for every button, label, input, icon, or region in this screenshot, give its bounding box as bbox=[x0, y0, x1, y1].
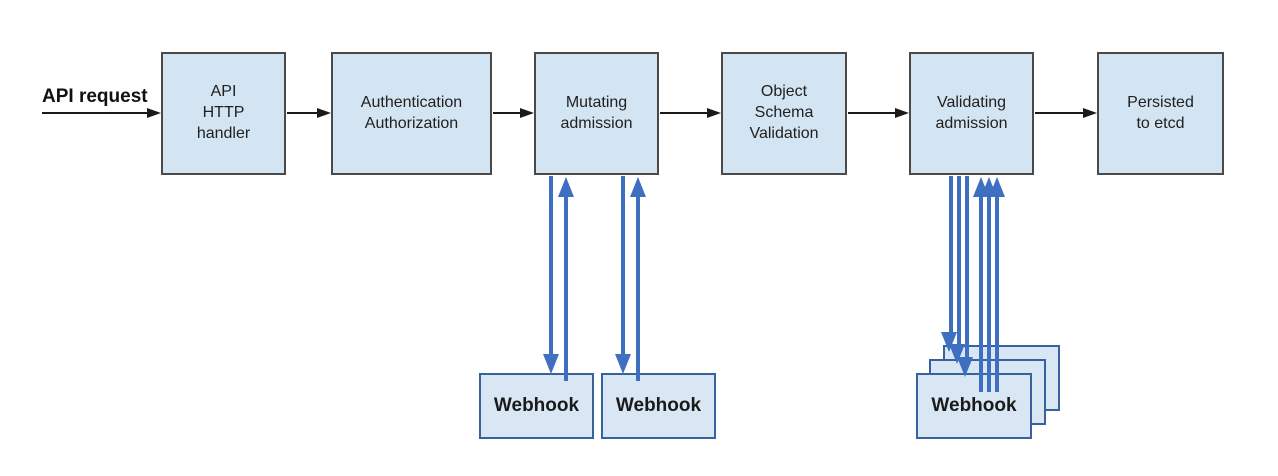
api-request-label: API request bbox=[42, 86, 148, 107]
webhook-label: Webhook bbox=[615, 395, 702, 416]
arrow-mutating-to-webhook-1 bbox=[543, 176, 559, 374]
node-label: Authentication Authorization bbox=[360, 93, 463, 132]
node-object-schema-validation: Object Schema Validation bbox=[721, 52, 847, 175]
arrow-auth-to-mutating bbox=[493, 108, 534, 118]
node-label: API HTTP handler bbox=[196, 83, 251, 142]
arrow-validating-to-webhooks-1 bbox=[941, 176, 957, 352]
arrow-handler-to-auth bbox=[287, 108, 331, 118]
node-validating-admission: Validating admission bbox=[909, 52, 1034, 175]
arrow-api-request bbox=[42, 108, 161, 118]
node-authentication-authorization: Authentication Authorization bbox=[331, 52, 492, 175]
node-label: Mutating admission bbox=[560, 93, 633, 132]
mutating-webhook-box-2: Webhook bbox=[601, 373, 716, 439]
validating-webhook-box-1: Webhook bbox=[916, 373, 1032, 439]
node-label: Persisted to etcd bbox=[1127, 93, 1194, 132]
arrow-mutating-to-webhook-2 bbox=[615, 176, 631, 374]
node-api-http-handler: API HTTP handler bbox=[161, 52, 286, 175]
webhook-label: Webhook bbox=[931, 395, 1017, 416]
mutating-webhook-box-1: Webhook bbox=[479, 373, 594, 439]
arrow-webhook-2-to-mutating bbox=[630, 177, 646, 381]
webhook-label: Webhook bbox=[493, 395, 580, 416]
node-persisted-to-etcd: Persisted to etcd bbox=[1097, 52, 1224, 175]
arrow-validating-to-webhooks-2 bbox=[949, 176, 965, 364]
node-label: Validating admission bbox=[935, 93, 1008, 132]
node-label: Object Schema Validation bbox=[749, 83, 819, 142]
arrow-mutating-to-schema bbox=[660, 108, 721, 118]
arrow-schema-to-validating bbox=[848, 108, 909, 118]
node-mutating-admission: Mutating admission bbox=[534, 52, 659, 175]
arrow-validating-to-etcd bbox=[1035, 108, 1097, 118]
arrow-webhook-1-to-mutating bbox=[558, 177, 574, 381]
